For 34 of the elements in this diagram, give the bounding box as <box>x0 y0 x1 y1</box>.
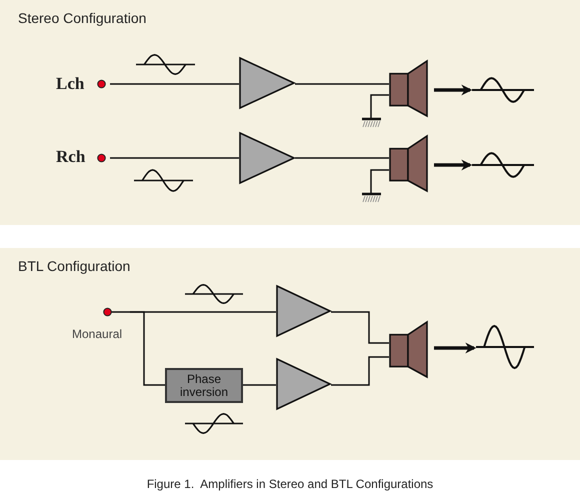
wire <box>295 83 389 85</box>
wire <box>110 157 239 159</box>
input-label: Rch <box>56 147 86 167</box>
panel-title: Stereo Configuration <box>18 10 146 26</box>
caption: Figure 1. Amplifiers in Stereo and BTL Configurations <box>146 477 434 491</box>
panel <box>0 0 580 225</box>
amplifier-symbol <box>276 358 331 410</box>
wire <box>331 311 389 344</box>
amplifier-symbol <box>239 57 295 109</box>
wire <box>370 169 389 193</box>
arrow <box>434 160 472 170</box>
amplifier-symbol <box>276 285 331 337</box>
wire <box>295 157 389 159</box>
sine-wave <box>472 151 534 179</box>
arrow <box>434 342 476 354</box>
amplifier-symbol <box>239 132 295 184</box>
sine-wave <box>476 322 534 372</box>
speaker-symbol <box>389 60 428 117</box>
ground-symbol <box>362 118 381 127</box>
speaker-symbol <box>389 135 428 192</box>
input-label: Lch <box>56 74 84 94</box>
panel <box>0 248 580 460</box>
sine-wave <box>472 76 534 104</box>
process-box: Phase inversion <box>165 368 243 403</box>
arrow <box>434 84 472 96</box>
wire <box>110 83 239 85</box>
speaker-symbol <box>389 321 428 378</box>
ground-symbol <box>362 193 381 202</box>
input-label: Monaural <box>72 327 122 341</box>
wire <box>370 94 389 118</box>
wire <box>331 356 389 386</box>
wire <box>130 311 165 386</box>
wire <box>243 384 276 386</box>
panel-title: BTL Configuration <box>18 258 130 274</box>
